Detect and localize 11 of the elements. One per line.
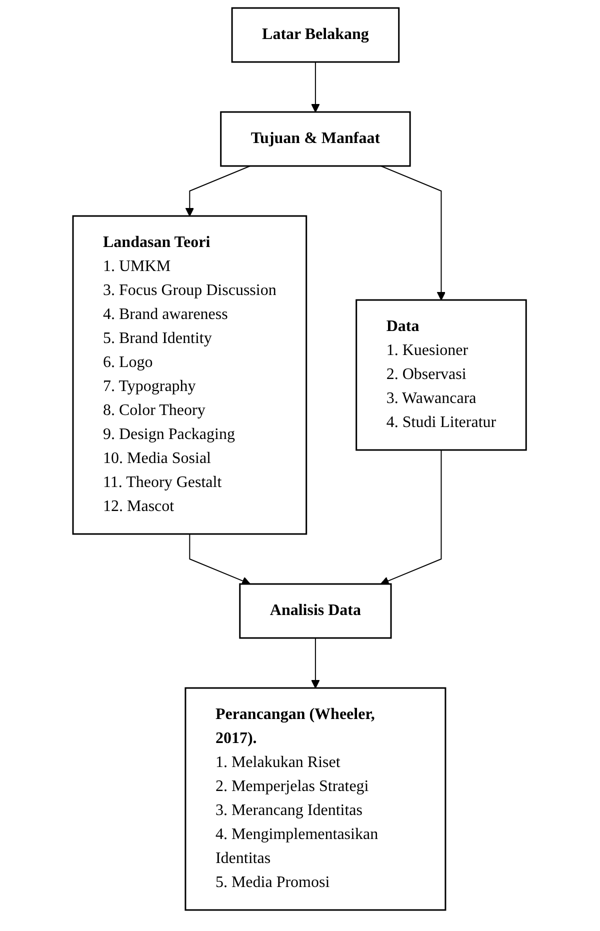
arrow — [311, 638, 320, 688]
node-box: Analisis Data — [240, 583, 392, 639]
node-box: Perancangan (Wheeler, 2017). 1. Melakukan Riset 2. Memperjelas Strategi 3. Merancang Identitas 4. Mengimplementasikan Identitas 5. Media Promosi — [185, 687, 447, 911]
arrow — [380, 166, 446, 300]
arrow — [380, 450, 442, 586]
arrow — [311, 62, 320, 112]
node-box: Tujuan & Manfaat — [220, 111, 412, 167]
node-box: Landasan Teori 1. UMKM 3. Focus Group Discussion 4. Brand awareness 5. Brand Identity 6. Logo 7. Typography 8. Color Theory 9. Design Packaging 10. Media Sosial 11. Theory Gestalt 12. Mascot — [72, 215, 308, 535]
node-box: Latar Belakang — [232, 7, 400, 63]
arrow — [190, 534, 251, 586]
node-box: Data 1. Kuesioner 2. Observasi 3. Wawancara 4. Studi Literatur — [356, 299, 528, 451]
